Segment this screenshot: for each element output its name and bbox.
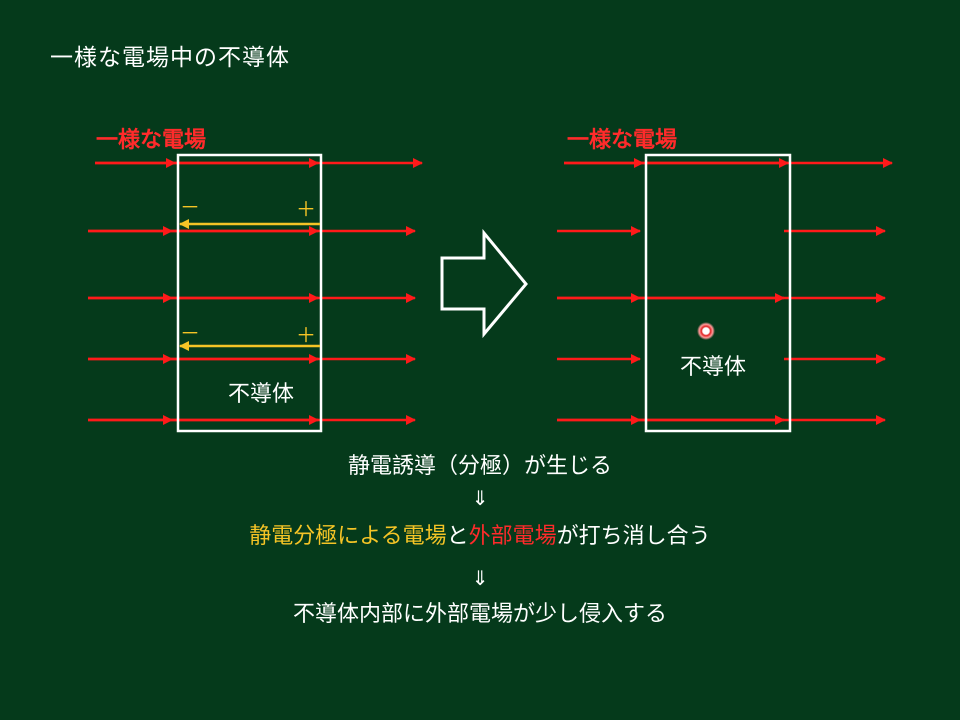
minus-sign-bottom: － xyxy=(180,321,200,345)
caption-and: と xyxy=(446,524,469,549)
highlight-dot-icon xyxy=(697,322,715,340)
slide-title: 一様な電場中の不導体 xyxy=(50,45,290,71)
right-field-arrows xyxy=(557,158,893,425)
caption-induction: 静電誘導（分極）が生じる xyxy=(347,454,612,479)
right-nonconductor-box xyxy=(644,153,792,433)
right-panel: 一様な電場 不導体 xyxy=(557,127,893,433)
caption-cancellation: 静電分極による電場と外部電場が打ち消し合う xyxy=(0,518,960,550)
left-body-label: 不導体 xyxy=(228,382,294,407)
right-field-label: 一様な電場 xyxy=(567,127,677,153)
left-field-label: 一様な電場 xyxy=(96,127,206,153)
caption-polarization-field: 静電分極による電場 xyxy=(249,524,447,549)
caption-penetration: 不導体内部に外部電場が少し侵入する xyxy=(292,602,667,627)
transition-arrow-icon xyxy=(440,228,528,339)
left-field-arrows xyxy=(88,158,423,425)
plus-sign-top: ＋ xyxy=(296,197,316,221)
left-panel: 一様な電場 － ＋ － ＋ 不導体 xyxy=(88,127,423,433)
down-arrow-icon-2: ⇓ xyxy=(471,566,489,590)
caption-external-field: 外部電場 xyxy=(468,524,557,549)
left-nonconductor-box xyxy=(176,153,323,433)
minus-sign-top: － xyxy=(180,195,200,219)
plus-sign-bottom: ＋ xyxy=(296,323,316,347)
caption-cancel-text: が打ち消し合う xyxy=(556,524,711,549)
down-arrow-icon-1: ⇓ xyxy=(471,486,489,510)
right-body-label: 不導体 xyxy=(680,355,746,380)
